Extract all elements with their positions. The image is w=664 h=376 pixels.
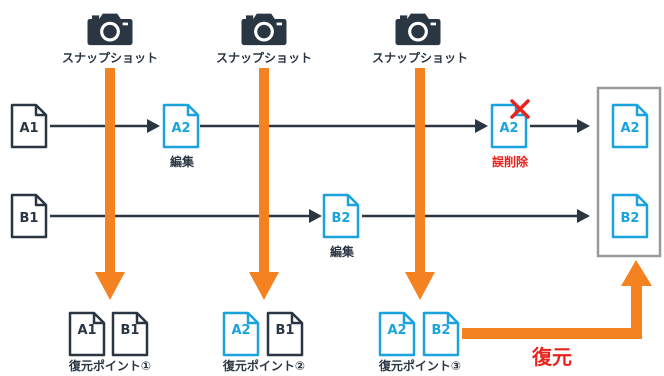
document-icon [266,311,304,357]
arrow-head [577,119,590,133]
delete-x-icon [510,99,530,119]
snapshot-arrow-shaft [415,68,425,272]
file-name: A2 [620,121,639,136]
document-icon [611,103,649,149]
restored-files-box [596,86,662,258]
camera-icon [241,13,287,46]
document-icon [322,193,360,239]
document-icon [611,193,649,239]
file-name: A2 [387,323,406,338]
document-icon [378,311,416,357]
snapshot-label: スナップショット [62,50,158,65]
document-icon [10,193,48,239]
snapshot-arrow-shaft [105,68,115,272]
file-name: B2 [621,211,640,226]
snapshot-arrow-head [405,272,435,300]
restore-label: 復元 [531,345,572,369]
document-icon [162,103,200,149]
restore-point-label: 復元ポイント② [222,358,305,373]
arrow-head [475,119,488,133]
restore-point-label: 復元ポイント① [68,358,151,373]
arrow-head [309,209,322,223]
document-icon [68,311,106,357]
deleted-label: 誤削除 [492,154,529,169]
arrow-head [577,209,590,223]
file-name: B2 [432,323,451,338]
document-icon [10,103,48,149]
file-name: A2 [171,121,190,136]
document-icon [422,311,460,357]
camera-icon [395,13,441,46]
document-icon [490,103,528,149]
snapshot-arrow-head [249,272,279,300]
file-name: B1 [20,211,39,226]
edit-label: 編集 [170,154,195,169]
file-name: B1 [121,323,140,338]
arrow-head [147,119,160,133]
document-icon [111,311,149,357]
file-name: B1 [276,323,295,338]
edit-label: 編集 [330,244,355,259]
snapshot-arrow-head [95,272,125,300]
camera-icon [87,13,133,46]
restore-arrow [462,260,652,339]
snapshot-label: スナップショット [372,50,468,65]
document-icon [222,311,260,357]
file-name: A1 [77,323,96,338]
file-name: A2 [499,121,518,136]
snapshot-label: スナップショット [216,50,312,65]
file-name: A1 [19,121,38,136]
snapshot-arrow-shaft [259,68,269,272]
file-name: B2 [332,211,351,226]
restore-point-label: 復元ポイント③ [378,358,461,373]
file-name: A2 [231,323,250,338]
